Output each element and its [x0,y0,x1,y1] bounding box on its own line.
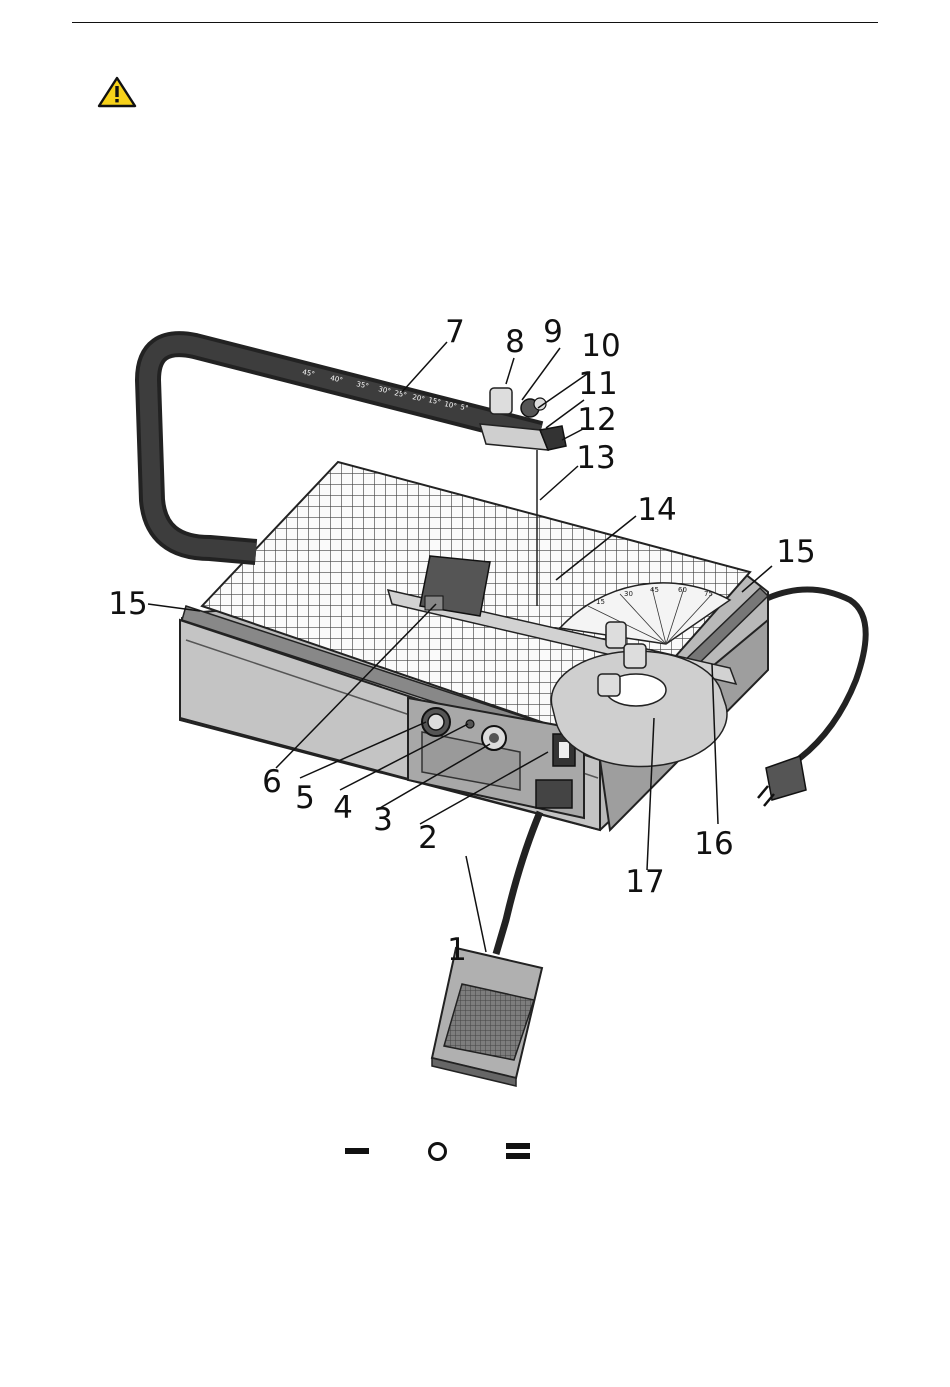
callout-1: 1 [447,932,467,968]
protractor-label-15: 15 [596,598,605,606]
protractor-label-75: 75 [704,590,713,598]
switch-symbol-high-icon [506,1140,532,1164]
callout-14: 14 [637,492,676,528]
protractor-label-30: 30 [624,590,633,598]
callout-8: 8 [505,324,525,360]
callout-10: 10 [581,328,620,364]
callout-6: 6 [262,764,282,800]
callout-15-right: 15 [776,534,815,570]
protractor-label-45: 45 [650,586,659,594]
switch-symbol-off-icon [427,1140,449,1164]
arm-scale-5: 5° [460,403,469,412]
callout-15-left: 15 [108,586,147,622]
callout-7: 7 [445,314,465,350]
callout-3: 3 [373,802,393,838]
callout-16: 16 [694,826,733,862]
callout-4: 4 [333,790,353,826]
callout-11: 11 [578,366,617,402]
power-cord [758,589,866,806]
callout-5: 5 [295,780,315,816]
callout-13: 13 [576,440,615,476]
callout-17: 17 [625,864,664,900]
switch-symbol-on-icon [345,1140,371,1164]
callout-9: 9 [543,314,563,350]
callout-2: 2 [418,820,438,856]
callout-12: 12 [577,402,616,438]
protractor-label-60: 60 [678,586,687,594]
